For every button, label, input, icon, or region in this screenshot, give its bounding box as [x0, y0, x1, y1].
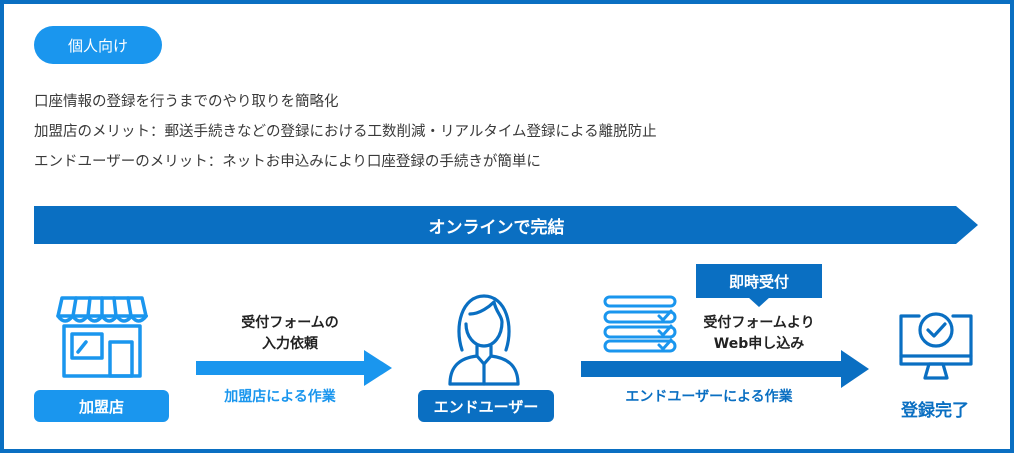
step2-label-line2: Web申し込み	[713, 336, 805, 352]
store-icon	[56, 296, 148, 378]
target-badge: 個人向け	[34, 26, 162, 64]
step1-label-line2: 入力依頼	[262, 336, 318, 352]
person-icon	[448, 294, 520, 386]
description-line-1: 口座情報の登録を行うまでのやり取りを簡略化	[34, 94, 339, 110]
step2-arrow-icon	[581, 350, 869, 388]
instant-badge-pointer	[748, 297, 770, 307]
step1-arrow-icon	[196, 350, 392, 386]
merchant-label: 加盟店	[34, 390, 169, 422]
monitor-check-icon	[899, 312, 973, 380]
step2-label-line1: 受付フォームより	[703, 315, 815, 331]
online-banner: オンラインで完結	[34, 206, 978, 244]
step2-sub-label: エンドユーザーによる作業	[625, 389, 793, 405]
step1-sub-label: 加盟店による作業	[224, 389, 336, 405]
description-line-2: 加盟店のメリット：郵送手続きなどの登録における工数削減・リアルタイム登録による離…	[34, 124, 657, 140]
banner-arrow-shape	[34, 206, 978, 244]
step1-label-line1: 受付フォームの	[241, 315, 339, 331]
checklist-icon	[603, 295, 677, 353]
complete-label: 登録完了	[901, 401, 969, 421]
banner-label: オンラインで完結	[428, 217, 565, 238]
enduser-label: エンドユーザー	[418, 390, 554, 422]
instant-badge: 即時受付	[696, 264, 822, 298]
description-line-3: エンドユーザーのメリット：ネットお申込みにより口座登録の手続きが簡単に	[34, 154, 541, 170]
